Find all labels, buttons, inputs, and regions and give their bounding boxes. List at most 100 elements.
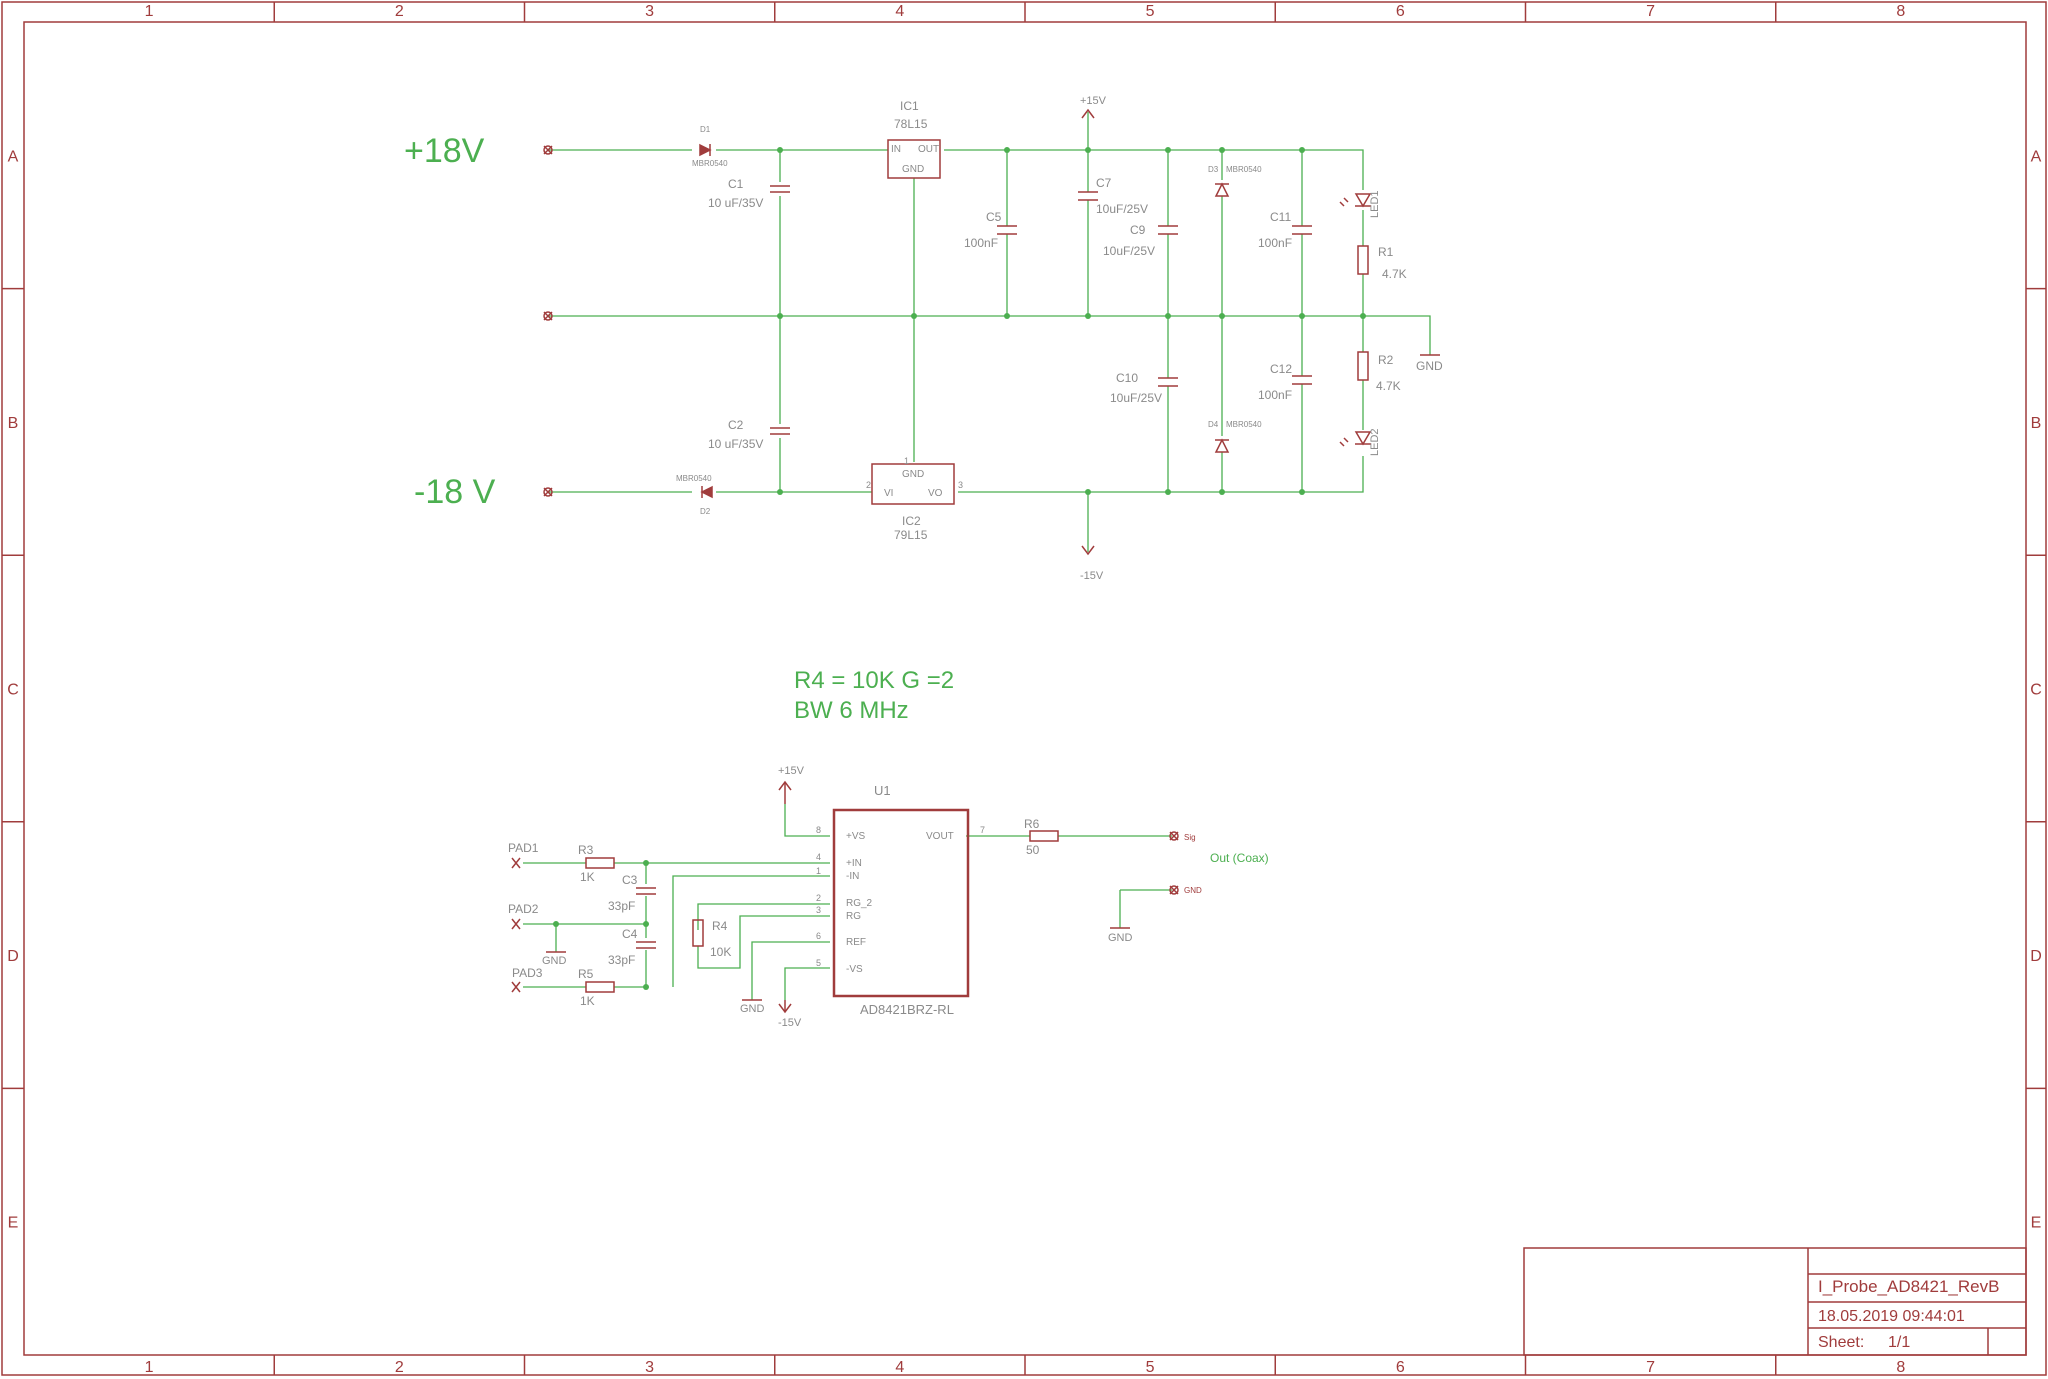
c7-value: 10uF/25V <box>1096 202 1148 216</box>
u1-pinnum-5: 5 <box>816 958 821 968</box>
resistor-r1-icon <box>1357 245 1369 275</box>
frame-column-label: 7 <box>1646 1359 1655 1376</box>
frame-row-label: D <box>2030 948 2042 965</box>
connector-sig-icon <box>1169 831 1179 841</box>
connector-gnd-icon <box>543 311 553 321</box>
ic2-pin-vi: VI <box>884 488 893 499</box>
amp-minus15-arrow-icon <box>778 1000 792 1014</box>
frame-row-label: C <box>2030 682 2042 699</box>
d3-name: D3 <box>1208 165 1219 174</box>
r2-value: 4.7K <box>1376 379 1401 393</box>
frame-column-label: 3 <box>645 3 654 20</box>
ic2-pinnum-3: 3 <box>958 480 963 490</box>
frame-column-label: 6 <box>1396 1359 1405 1376</box>
diode-d1-icon <box>699 143 712 157</box>
c7-name: C7 <box>1096 176 1112 190</box>
title-name: I_Probe_AD8421_RevB <box>1818 1277 1999 1296</box>
frame-row-label: A <box>2031 148 2042 165</box>
ic1-pin-gnd: GND <box>902 164 924 175</box>
c1-value: 10 uF/35V <box>708 196 763 210</box>
c11-value: 100nF <box>1258 236 1292 250</box>
capacitor-c3-icon <box>636 887 656 895</box>
u1-pin-vsp: +VS <box>846 831 866 842</box>
u1-pinnum-1: 1 <box>816 866 821 876</box>
note-gain: R4 = 10K G =2 <box>794 667 954 694</box>
u1-pin-vsn: -VS <box>846 964 863 975</box>
u1-pinnum-7: 7 <box>980 825 985 835</box>
c9-name: C9 <box>1130 223 1146 237</box>
frame-column-label: 2 <box>395 1359 404 1376</box>
u1-pin-rg: RG <box>846 911 861 922</box>
u1-pinnum-6: 6 <box>816 931 821 941</box>
r1-value: 4.7K <box>1382 267 1407 281</box>
frame-row-label: B <box>8 415 19 432</box>
frame-column-label: 8 <box>1896 3 1905 20</box>
diode-d3-icon <box>1214 182 1230 197</box>
amp-plus15-label: +15V <box>778 765 805 777</box>
capacitor-c5-icon <box>997 225 1017 235</box>
u1-value: AD8421BRZ-RL <box>860 1002 954 1017</box>
led2-icon <box>1339 431 1372 447</box>
connector-gnd-out-icon <box>1169 885 1179 895</box>
r6-name: R6 <box>1024 817 1040 831</box>
frame-column-label: 1 <box>145 1359 154 1376</box>
frame-row-label: E <box>2031 1215 2042 1232</box>
frame-column-label: 6 <box>1396 3 1405 20</box>
c12-name: C12 <box>1270 362 1292 376</box>
amp-minus15-label: -15V <box>778 1017 802 1029</box>
capacitor-c10-icon <box>1158 377 1178 387</box>
plus18-label: +18V <box>404 132 485 170</box>
title-block <box>1523 1247 2027 1356</box>
r4-value: 10K <box>710 945 731 959</box>
d1-name: D1 <box>700 125 711 134</box>
resistor-r2-icon <box>1357 351 1369 381</box>
capacitor-c12-icon <box>1292 375 1312 385</box>
frame-row-label: D <box>7 948 19 965</box>
ic1-name: IC1 <box>900 99 919 113</box>
capacitor-c11-icon <box>1292 225 1312 235</box>
r5-value: 1K <box>580 994 595 1008</box>
c9-value: 10uF/25V <box>1103 244 1155 258</box>
gnd-out-label: GND <box>1108 932 1133 944</box>
capacitor-c7-icon <box>1078 191 1098 201</box>
c2-value: 10 uF/35V <box>708 437 763 451</box>
c4-name: C4 <box>622 927 638 941</box>
ic2-pin-gnd: GND <box>902 469 924 480</box>
c10-name: C10 <box>1116 371 1138 385</box>
amp-plus15-arrow-icon <box>778 780 792 804</box>
d3-value: MBR0540 <box>1226 165 1262 174</box>
frame-row-label: E <box>8 1215 19 1232</box>
led1-icon <box>1339 193 1372 208</box>
frame-row-label: B <box>2031 415 2042 432</box>
capacitor-c9-icon <box>1158 225 1178 235</box>
r3-name: R3 <box>578 843 594 857</box>
ic2-pinnum-2: 2 <box>866 480 871 490</box>
ic2-pin-vo: VO <box>928 488 943 499</box>
title-date: 18.05.2019 09:44:01 <box>1818 1308 1965 1325</box>
c2-name: C2 <box>728 418 744 432</box>
d2-name: D2 <box>700 507 711 516</box>
ic2-name: IC2 <box>902 514 921 528</box>
diode-d2-icon <box>700 485 713 499</box>
ic1-pin-in: IN <box>891 144 901 155</box>
d1-value: MBR0540 <box>692 159 728 168</box>
frame-column-label: 2 <box>395 3 404 20</box>
capacitor-c2-icon <box>770 427 790 435</box>
led2-label: LED2 <box>1369 428 1381 456</box>
c11-name: C11 <box>1270 210 1291 224</box>
pad3-label: PAD3 <box>512 966 543 980</box>
resistor-r3-icon <box>585 857 615 869</box>
frame-column-label: 1 <box>145 3 154 20</box>
r1-name: R1 <box>1378 245 1394 259</box>
ic2-pinnum-1: 1 <box>904 456 909 466</box>
c12-value: 100nF <box>1258 388 1292 402</box>
capacitor-c1-icon <box>770 185 790 193</box>
frame-column-label: 4 <box>895 3 904 20</box>
sig-pin-label: Sig <box>1184 833 1196 842</box>
capacitor-c4-icon <box>636 941 656 949</box>
title-sheet-value: 1/1 <box>1888 1334 1910 1351</box>
wires <box>523 112 1431 1000</box>
u1-name: U1 <box>874 783 891 798</box>
gnd-rg-label: GND <box>740 1003 765 1015</box>
